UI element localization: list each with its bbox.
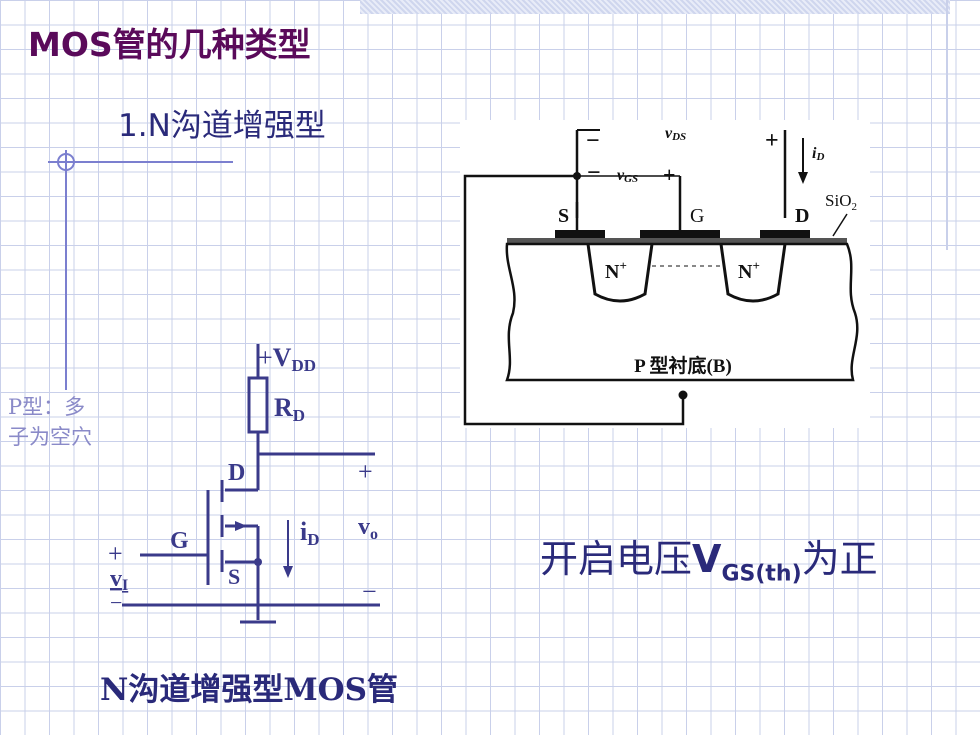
n-plus-source-label: N+ [605, 258, 627, 283]
vgs-plus-label: + [663, 162, 676, 187]
vi-plus-sign: + [108, 539, 123, 568]
decor-horizontal-line [48, 161, 233, 163]
side-note-line1: P型：多 [8, 395, 86, 419]
n-plus-drain-label: N+ [738, 258, 760, 283]
id-arrow-head [798, 172, 808, 184]
drain-metal [760, 230, 810, 238]
side-note-line2: 子为空穴 [8, 425, 92, 449]
structure-gate-label: G [690, 205, 704, 227]
threshold-suffix: 为正 [801, 537, 878, 581]
decor-circle [57, 153, 75, 171]
threshold-prefix: 开启电压 [540, 537, 693, 581]
id-label: iD [300, 517, 320, 549]
gate-metal [640, 230, 720, 238]
drain-label: D [228, 460, 245, 486]
resistor-rd [247, 376, 269, 434]
substrate-label: P 型衬底(B) [634, 354, 732, 377]
bulk-node [678, 390, 688, 400]
vi-label: vI [110, 566, 128, 594]
slide-title: MOS管的几种类型 [28, 25, 311, 64]
threshold-subscript: GS(th) [721, 561, 802, 587]
vo-label: vo [358, 514, 378, 543]
circuit-caption: N沟道增强型MOS管 [100, 672, 399, 708]
right-decor-line [946, 0, 948, 250]
n-well-source [586, 243, 654, 303]
vgs-minus-label: − [587, 160, 601, 186]
circuit-schematic: +VDD RD D G S iD vo + − + vI − [108, 343, 380, 624]
rd-label: RD [274, 393, 305, 425]
n-well-drain [719, 243, 787, 303]
id-label: iD [812, 145, 824, 163]
slide-subtitle: 1.N沟道增强型 [118, 108, 326, 144]
source-label: S [228, 564, 240, 589]
id-arrow-head [283, 566, 293, 578]
oxide-layer [507, 238, 847, 244]
structure-drain-label: D [795, 205, 809, 227]
vo-minus-sign: − [362, 577, 377, 606]
source-metal [555, 230, 605, 238]
decor-vertical-line [65, 150, 67, 390]
vds-label: vDS [665, 125, 686, 143]
vi-minus-sign: − [110, 590, 122, 615]
substrate-loop-wire [463, 174, 685, 426]
sio2-pointer [832, 213, 848, 237]
top-decor-band [360, 0, 950, 14]
p-substrate [505, 242, 859, 382]
vgs-label: vGS [617, 167, 638, 185]
vds-plus-label: + [765, 128, 779, 154]
side-note: P型：多 子为空穴 [8, 392, 92, 452]
substrate-arrow [235, 521, 247, 531]
mos-structure-diagram: − vDS + iD − vGS + S G D SiO2 N+ N+ P 型衬… [460, 120, 870, 428]
structure-source-label: S [558, 205, 569, 227]
sio2-label: SiO2 [825, 191, 857, 213]
threshold-symbol: V [692, 537, 722, 581]
source-node [254, 558, 262, 566]
threshold-voltage-text: 开启电压VGS(th)为正 [540, 528, 878, 587]
vds-minus-label: − [586, 128, 600, 154]
vo-plus-sign: + [358, 457, 373, 486]
vdd-label: +VDD [258, 343, 316, 375]
gate-label: G [170, 528, 189, 554]
